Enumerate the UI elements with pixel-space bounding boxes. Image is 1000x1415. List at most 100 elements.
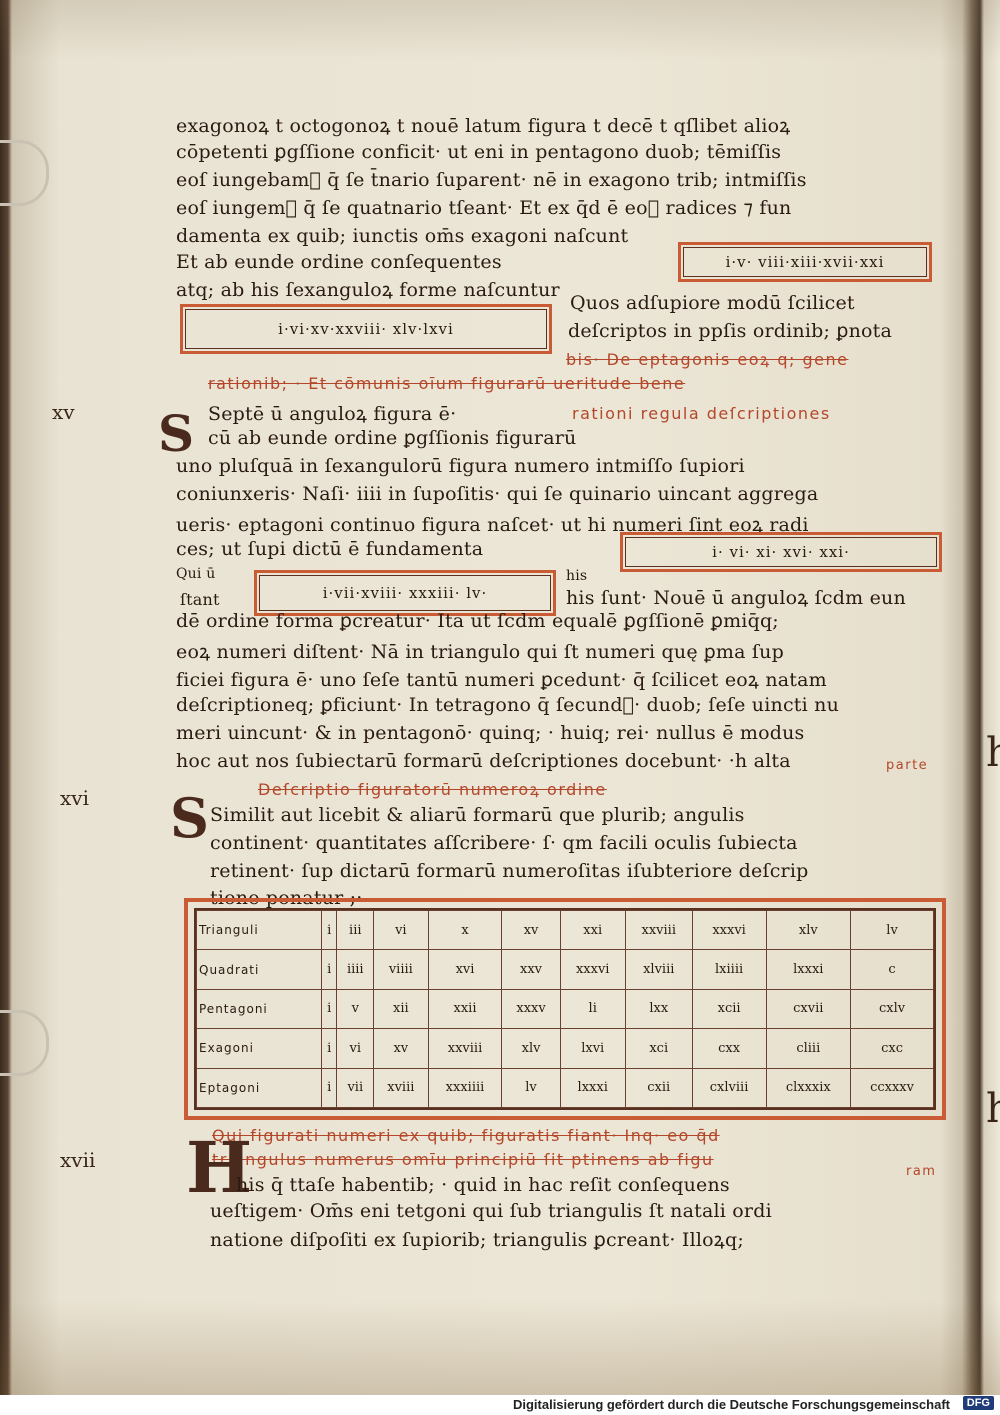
table-cell: iiii	[336, 949, 375, 990]
table-row-label: Quadrati	[196, 949, 322, 990]
text-line: deſcriptos in ppſis ordinib; ꝑnota	[568, 320, 893, 342]
table-row-label: Exagoni	[196, 1028, 322, 1069]
table-cell: xv	[501, 909, 561, 951]
text-line: natione diſpoſiti ex ſupiorib; trianguli…	[210, 1229, 744, 1251]
text-line: continent· quantitates aſſcribere· ſ· qm…	[210, 832, 798, 854]
text-line: ſtant	[180, 590, 220, 609]
text-line: retinent· ſup dictarū formarū numeroſita…	[210, 860, 809, 882]
table-cell: x	[427, 909, 503, 951]
table-row-label: Trianguli	[196, 909, 322, 951]
text-line: coniunxeris· Naſi· iiii in ſupoſitis· qu…	[176, 483, 819, 505]
table-cell: xxxv	[501, 988, 561, 1030]
table-cell: viiii	[373, 949, 429, 990]
text-line: eoſ iungebam᷑ q̄ ſe t̄nario ſuparent· nē…	[176, 169, 807, 191]
text-line: damenta ex quib; iunctis om̄s exagoni na…	[176, 225, 629, 247]
rubric-line: Deſcriptio figuratorū numeroꝝ ordine	[258, 780, 607, 799]
table-cell: xxxvi	[691, 909, 767, 951]
table-cell: xlv	[501, 1028, 561, 1069]
text-line: ficiei figura ē· uno ſeſe tantū numeri ꝑ…	[176, 669, 827, 691]
table-cell: xv	[373, 1028, 429, 1069]
text-line: hoc aut nos ſubiectarū formarū deſcripti…	[176, 750, 791, 772]
rubric-line: Qui figurati numeri ex quib; figuratis f…	[212, 1126, 720, 1145]
text-line: cū ab eunde ordine ꝑgſſionis figurarū	[208, 427, 577, 449]
rubric-line: triangulus numerus omīu principiū ſit pt…	[212, 1150, 714, 1169]
table-cell: i	[320, 1028, 338, 1069]
text-line: Et ab eunde ordine conſequentes	[176, 251, 502, 273]
text-line: his q̄ ttaſe habentib; · quid in hac reſ…	[236, 1174, 730, 1196]
table-cell: xci	[624, 1028, 693, 1069]
table-cell: cxlviii	[691, 1067, 767, 1109]
table-cell: xxv	[501, 949, 561, 990]
table-cell: xvi	[427, 949, 503, 990]
table-cell: c	[850, 949, 934, 990]
table-cell: xxi	[559, 909, 626, 951]
text-line: eoſ iungem᷑ q̄ ſe quatnario tſeant· Et e…	[176, 197, 792, 219]
footer-bar: Digitalisierung gefördert durch die Deut…	[0, 1395, 1000, 1415]
text-line: meri uincunt· & in pentagonō· quinq; · h…	[176, 722, 805, 744]
table-row-label: Eptagoni	[196, 1067, 322, 1109]
table-row-label: Pentagoni	[196, 988, 322, 1030]
text-line: ueſtigem· Om̄s eni tetgoni qui ſub trian…	[210, 1200, 772, 1222]
text-line: cōpetenti ꝑgſſione conficit· ut eni in p…	[176, 141, 782, 163]
text-line: dē ordine forma ꝑcreatur· Ita ut ſcdm eq…	[176, 610, 779, 632]
table-cell: iii	[336, 909, 375, 951]
numeral-box: i·v· viii·xiii·xvii·xxi	[678, 242, 932, 282]
rubric-line: rationib; · Et cōmunis oīum figurarū uer…	[208, 374, 686, 393]
table-cell: xxxiiii	[427, 1067, 503, 1109]
table-cell: cliii	[765, 1028, 852, 1069]
text-line: Septē ū anguloꝝ figura ē·	[208, 403, 457, 425]
facing-page-letter: h	[986, 1086, 1000, 1132]
table-cell: cxc	[850, 1028, 934, 1069]
text-line: exagonoꝝ t octogonoꝝ t nouē latum figura…	[176, 115, 791, 137]
text-line: ueris· eptagoni continuo figura naſcet· …	[176, 514, 809, 536]
rubric-line: parte	[886, 758, 929, 773]
table-cell: xxviii	[427, 1028, 503, 1069]
table-cell: i	[320, 909, 338, 951]
text-line: his ſunt· Nouē ū anguloꝝ ſcdm eun	[566, 587, 906, 609]
table-cell: lxxxi	[559, 1067, 626, 1109]
table-cell: i	[320, 949, 338, 990]
decorated-initial-s: S	[158, 404, 194, 463]
text-line: his	[566, 568, 588, 584]
clasp-mark	[0, 140, 49, 206]
text-line: ces; ut ſupi dictū ē fundamenta	[176, 538, 484, 560]
table-cell: i	[320, 988, 338, 1030]
table-cell: lxxxi	[765, 949, 852, 990]
text-line: eoꝝ numeri diſtent· Nā in triangulo qui …	[176, 641, 784, 663]
table-cell: lxvi	[559, 1028, 626, 1069]
table-cell: lv	[850, 909, 934, 951]
table-cell: xxviii	[624, 909, 693, 951]
rubric-line: ram	[906, 1164, 937, 1179]
text-line: Similit aut licebit & aliarū formarū que…	[210, 804, 745, 826]
table-cell: lxx	[624, 988, 693, 1030]
numeral-box: i·vii·xviii· xxxiii· lv·	[254, 570, 556, 616]
table-cell: xxii	[427, 988, 503, 1030]
dfg-logo: DFG	[962, 1396, 994, 1410]
numeral-box: i· vi· xi· xvi· xxi·	[620, 532, 942, 572]
table-cell: vi	[336, 1028, 375, 1069]
table-cell: clxxxix	[765, 1067, 852, 1109]
rubric-line: rationi regula deſcriptiones	[572, 404, 831, 423]
initial-letter: S	[170, 786, 209, 850]
decorated-initial-s: S	[170, 786, 209, 850]
chapter-number: xv	[52, 400, 75, 424]
text-line: atq; ab his ſexanguloꝝ forme naſcuntur	[176, 279, 560, 301]
table-cell: cxx	[691, 1028, 767, 1069]
facing-page-letter: h	[986, 730, 1000, 776]
text-line: uno pluſquā in ſexangulorū figura numero…	[176, 455, 745, 477]
text-line: Quos adſupiore modū ſcilicet	[570, 292, 855, 314]
table-cell: i	[320, 1067, 338, 1109]
table-cell: ccxxxv	[850, 1067, 934, 1109]
table-cell: xviii	[373, 1067, 429, 1109]
text-line: Qui ū	[176, 566, 216, 582]
table-cell: xlviii	[624, 949, 693, 990]
